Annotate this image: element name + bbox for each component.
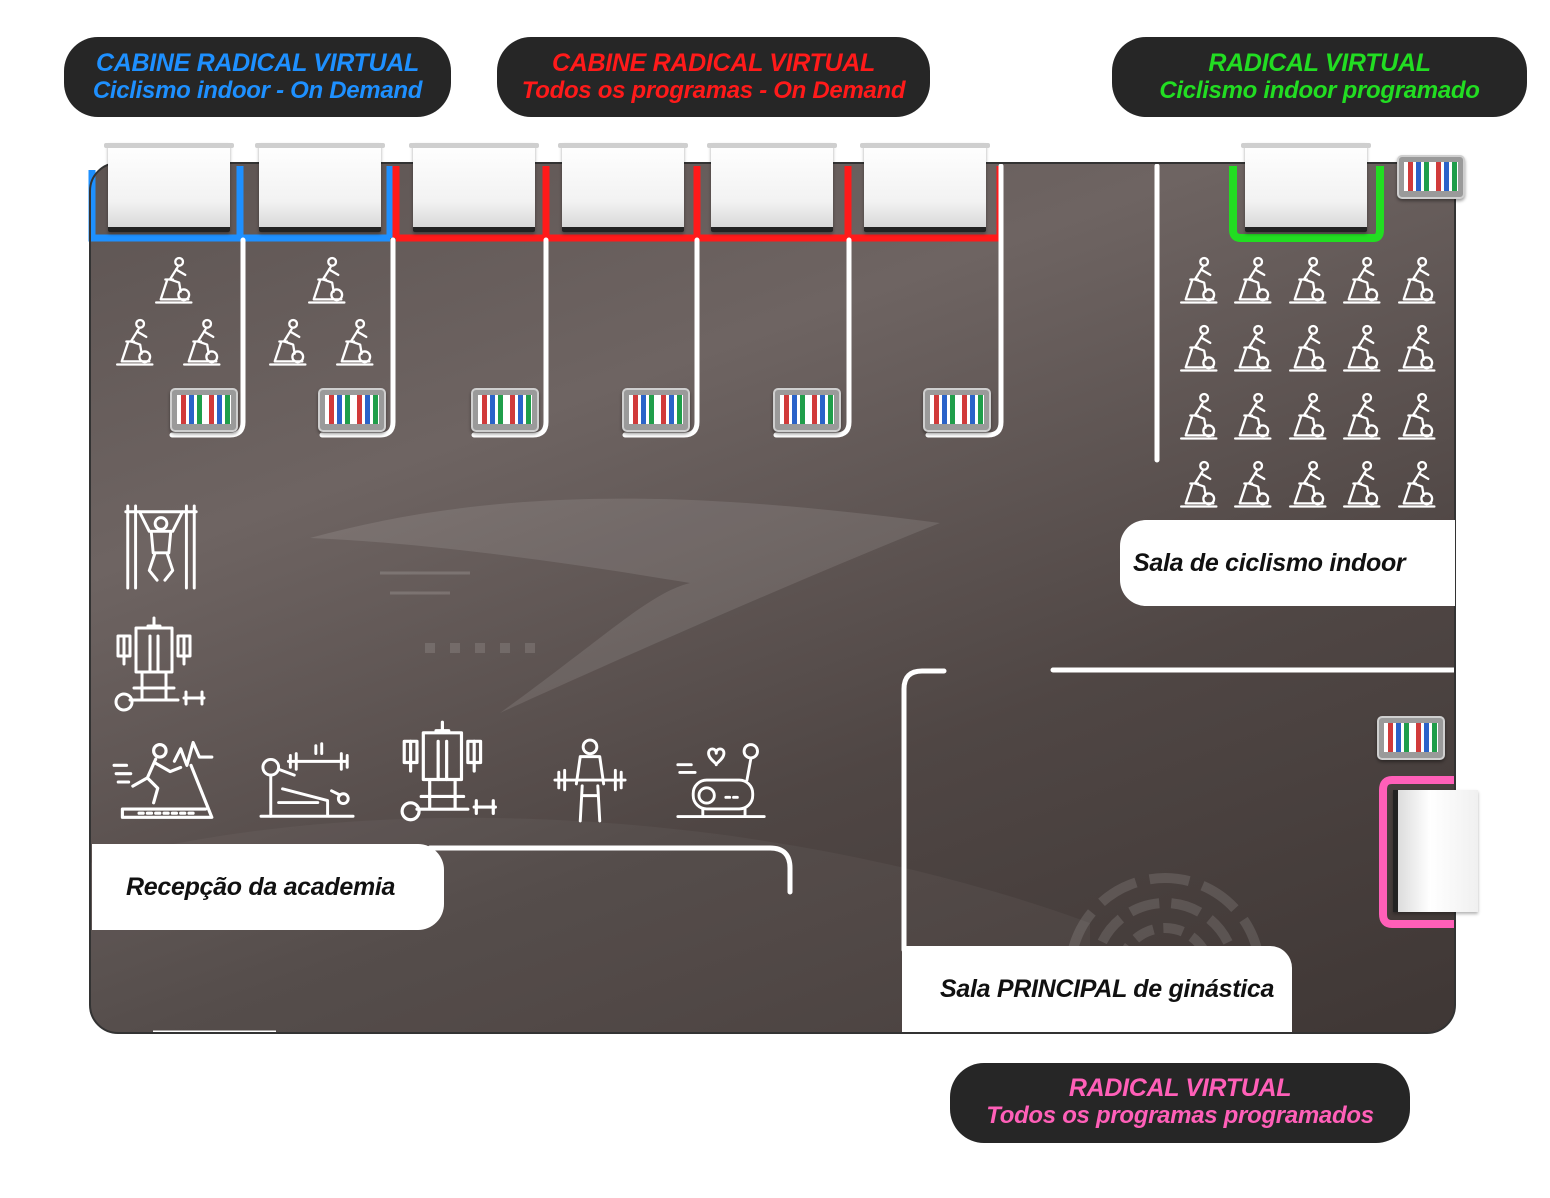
green-room-border xyxy=(1229,166,1384,242)
monitor-icon xyxy=(622,388,690,432)
stationary-bike-icon xyxy=(307,256,346,304)
stationary-bike-icon xyxy=(1233,324,1272,372)
main-room-wall xyxy=(901,668,947,953)
legend-pink-room: RADICAL VIRTUAL Todos os programas progr… xyxy=(950,1063,1410,1143)
stationary-bike-icon xyxy=(1342,324,1381,372)
stationary-bike-icon xyxy=(335,318,374,366)
main-room-label: Sala PRINCIPAL de ginástica xyxy=(902,946,1292,1032)
stationary-bike-icon xyxy=(1179,460,1218,508)
legend-green-title: RADICAL VIRTUAL xyxy=(1208,49,1431,77)
cabin-walls xyxy=(169,163,1160,463)
legend-blue-title: CABINE RADICAL VIRTUAL xyxy=(95,49,420,77)
treadmill-icon xyxy=(112,740,214,819)
reception-label: Recepção da academia xyxy=(92,844,444,930)
bench-press-icon xyxy=(259,742,355,818)
cycling-room-label: Sala de ciclismo indoor xyxy=(1120,520,1455,606)
stationary-bike-icon xyxy=(154,256,193,304)
legend-blue-cabin: CABINE RADICAL VIRTUAL Ciclismo indoor -… xyxy=(64,37,451,117)
stationary-bike-icon xyxy=(1179,256,1218,304)
stationary-bike-icon xyxy=(115,318,154,366)
cable-crossover-icon xyxy=(114,616,206,712)
legend-red-cabin: CABINE RADICAL VIRTUAL Todos os programa… xyxy=(497,37,930,117)
cycling-room-name: Sala de ciclismo indoor xyxy=(1133,548,1406,577)
reception-wall xyxy=(427,845,793,895)
projection-screen-icon xyxy=(558,143,688,232)
stationary-bike-icon xyxy=(182,318,221,366)
reception-name: Recepção da academia xyxy=(126,872,396,901)
barbell-lifter-icon xyxy=(553,738,627,823)
stationary-bike-icon xyxy=(268,318,307,366)
stationary-bike-icon xyxy=(1397,460,1436,508)
monitor-icon xyxy=(773,388,841,432)
monitor-icon xyxy=(318,388,386,432)
pink-room-border xyxy=(1379,776,1455,928)
stationary-bike-icon xyxy=(1397,324,1436,372)
projection-screen-icon xyxy=(104,143,234,232)
stationary-bike-icon xyxy=(1233,256,1272,304)
monitor-icon xyxy=(1377,716,1445,760)
projection-screen-icon xyxy=(860,143,990,232)
stationary-bike-icon xyxy=(1342,256,1381,304)
legend-green-subtitle: Ciclismo indoor programado xyxy=(1159,77,1480,104)
stationary-bike-icon xyxy=(1288,324,1327,372)
monitor-icon xyxy=(471,388,539,432)
pullup-station-icon xyxy=(124,504,198,590)
projection-screen-icon xyxy=(409,143,539,232)
monitor-icon xyxy=(923,388,991,432)
legend-pink-subtitle: Todos os programas programados xyxy=(986,1102,1374,1129)
projection-screen-icon xyxy=(255,143,385,232)
legend-pink-title: RADICAL VIRTUAL xyxy=(1068,1074,1292,1102)
stationary-bike-icon xyxy=(1397,392,1436,440)
monitor-icon xyxy=(170,388,238,432)
stationary-bike-icon xyxy=(1288,256,1327,304)
stationary-bike-icon xyxy=(1342,392,1381,440)
legend-red-subtitle: Todos os programas - On Demand xyxy=(521,77,906,104)
projection-screen-icon xyxy=(1241,143,1371,232)
stationary-bike-icon xyxy=(1233,392,1272,440)
weight-machine-icon xyxy=(400,720,498,822)
legend-blue-subtitle: Ciclismo indoor - On Demand xyxy=(92,77,423,104)
stationary-bike-icon xyxy=(1288,460,1327,508)
stationary-bike-icon xyxy=(1179,324,1218,372)
stationary-bike-icon xyxy=(1288,392,1327,440)
stationary-bike-icon xyxy=(1397,256,1436,304)
monitor-icon xyxy=(1397,155,1465,199)
legend-green-room: RADICAL VIRTUAL Ciclismo indoor programa… xyxy=(1112,37,1527,117)
main-room-name: Sala PRINCIPAL de ginástica xyxy=(940,974,1275,1003)
blue-cabins-border xyxy=(88,166,394,242)
projection-screen-icon xyxy=(1393,790,1478,912)
stationary-bike-icon xyxy=(1342,460,1381,508)
cardio-bike-icon xyxy=(676,743,766,819)
stationary-bike-icon xyxy=(1179,392,1218,440)
projection-screen-icon xyxy=(707,143,837,232)
stationary-bike-icon xyxy=(1233,460,1272,508)
legend-red-title: CABINE RADICAL VIRTUAL xyxy=(551,49,876,77)
